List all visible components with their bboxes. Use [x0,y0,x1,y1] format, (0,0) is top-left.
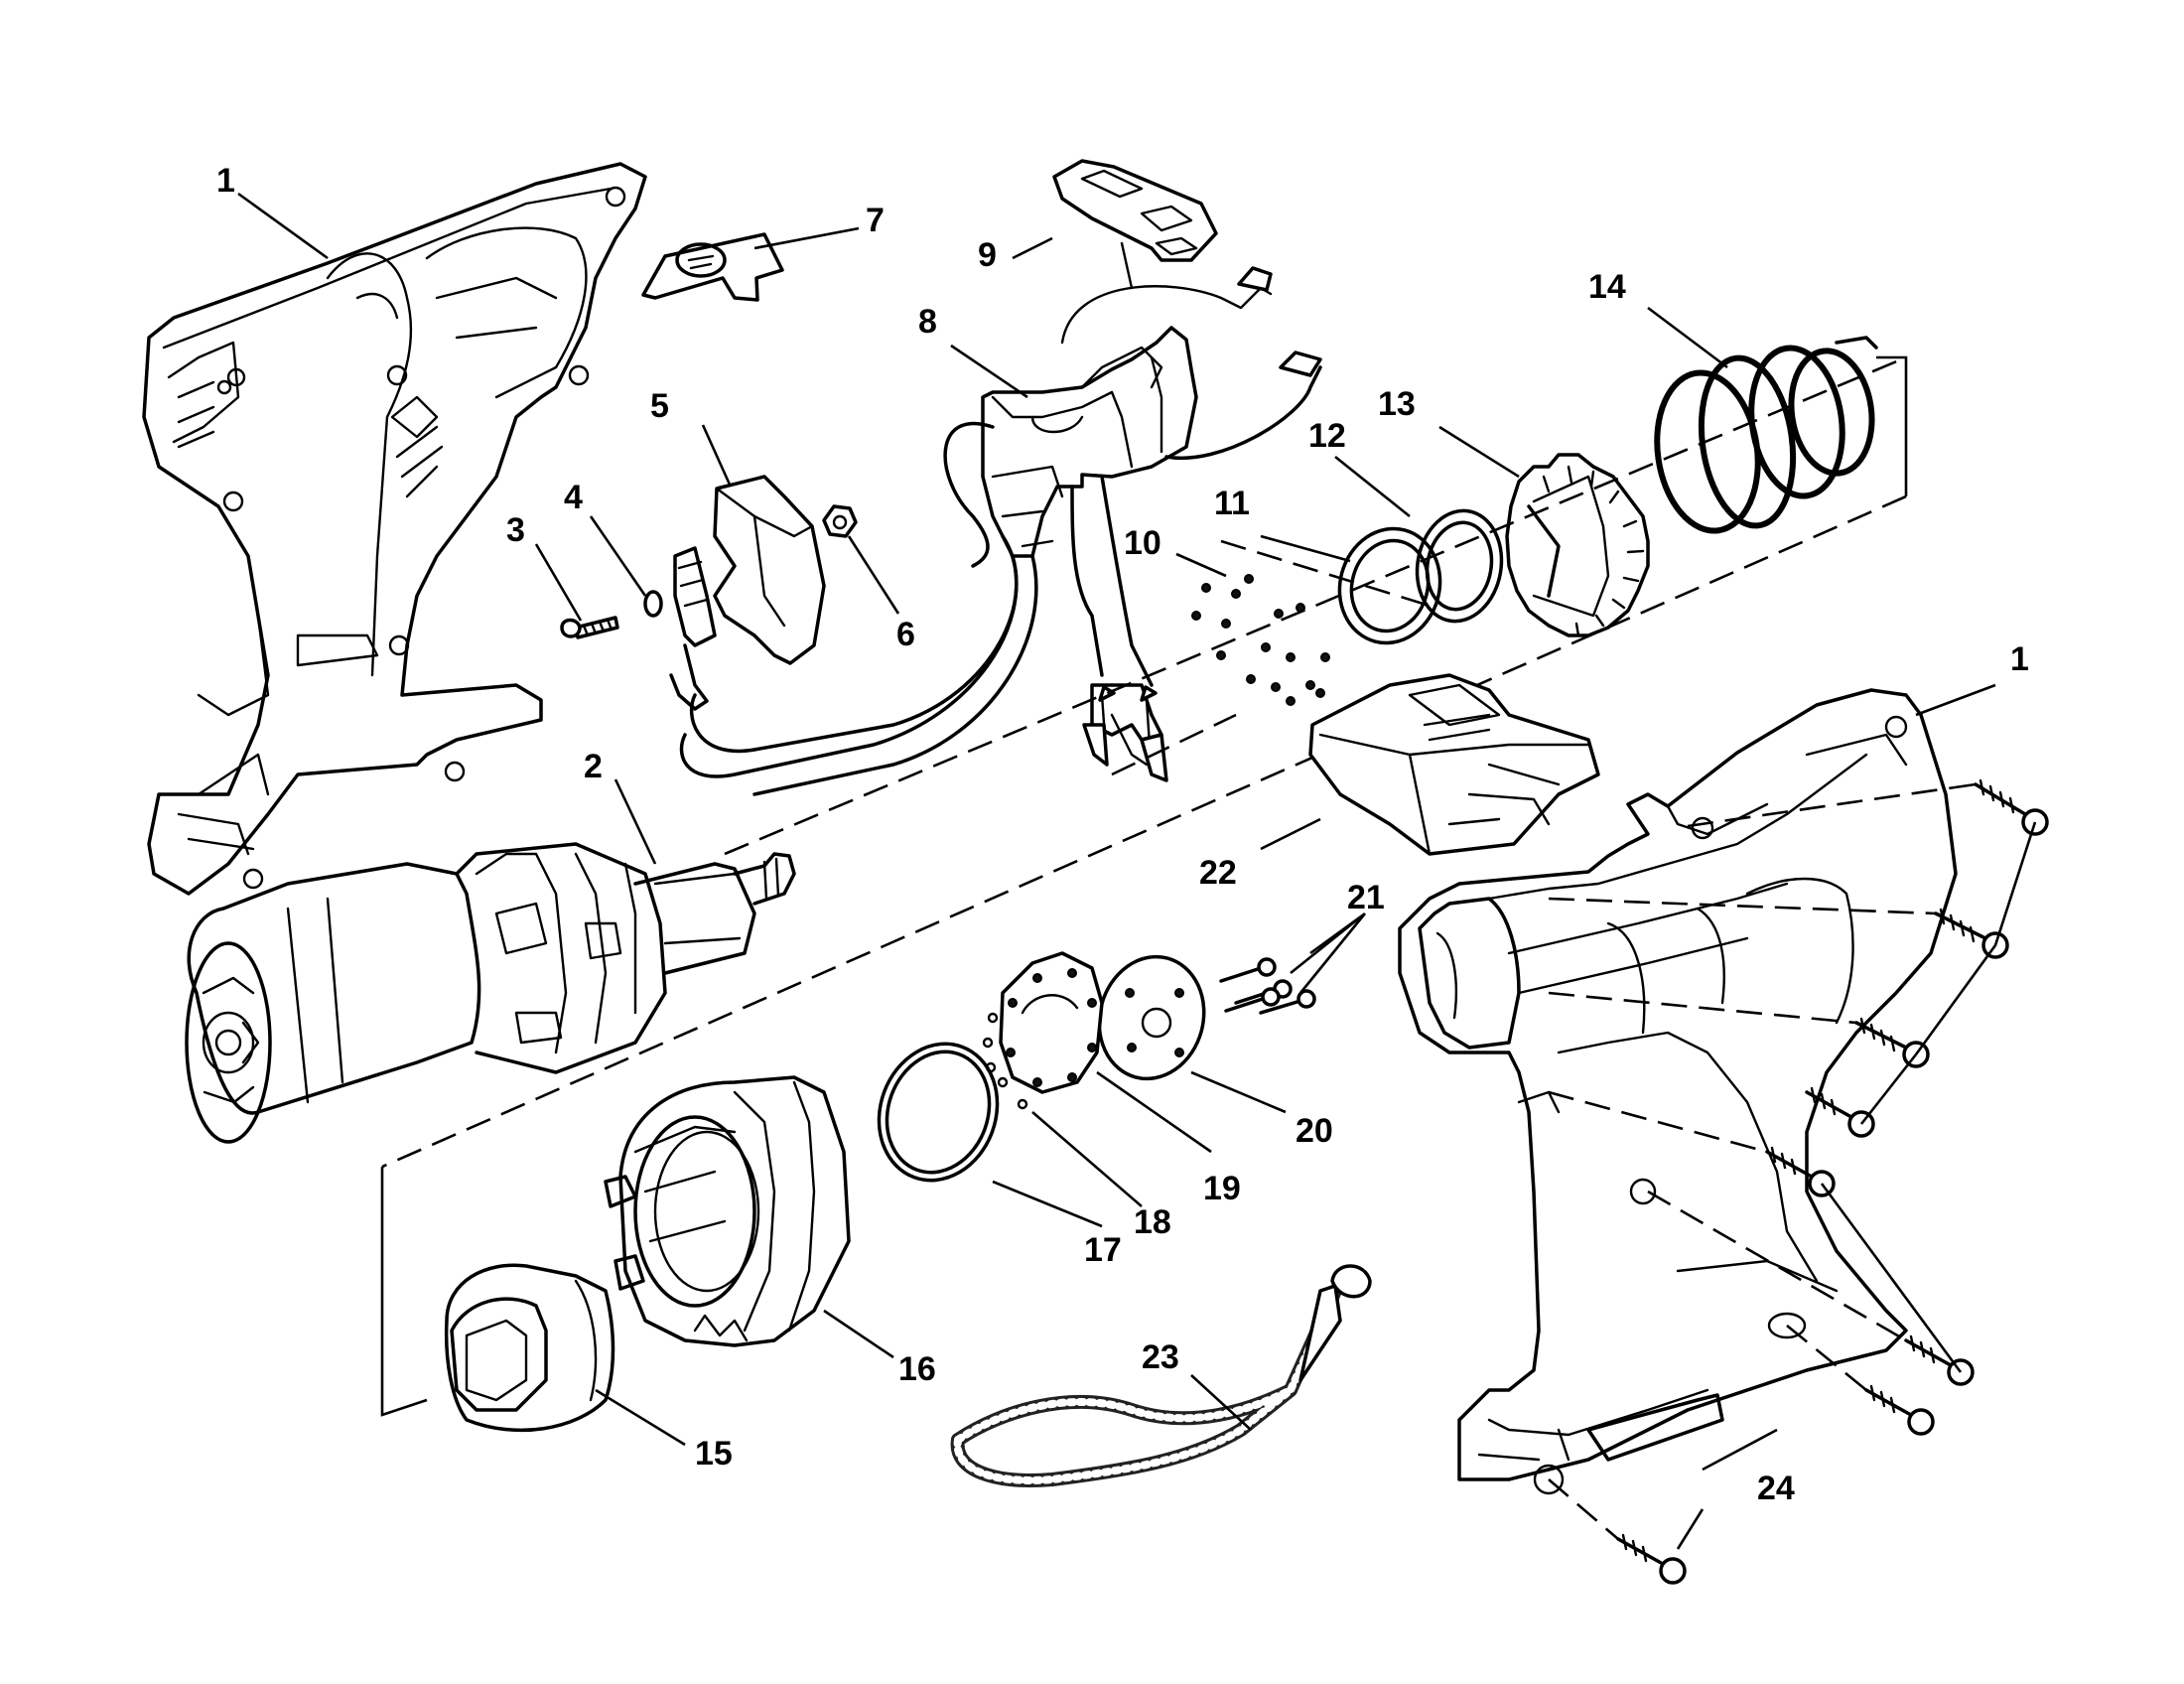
screw-3 [560,616,619,639]
motor-assembly [185,842,796,1144]
spring-14 [1654,336,1878,534]
nut-6 [822,504,858,538]
label-4: 4 [564,479,583,516]
label-19: 19 [1203,1170,1241,1207]
label-14: 14 [1588,268,1626,306]
trigger-switch-assembly [679,266,1322,796]
label-5: 5 [650,387,669,425]
label-12: 12 [1308,417,1346,455]
steel-balls [1191,574,1330,706]
screws-21 [1219,957,1316,1015]
screw-guide-lines [1548,782,2037,1540]
label-2: 2 [584,748,603,785]
label-22: 22 [1199,854,1237,892]
label-15: 15 [695,1435,733,1473]
label-18: 18 [1134,1203,1171,1241]
direction-switch-lever [641,232,784,302]
ring-11 [1337,526,1442,645]
switch-bracket-5 [669,475,826,711]
washer-4 [643,590,663,618]
label-21: 21 [1347,879,1385,916]
label-7: 7 [866,202,885,239]
label-10: 10 [1124,524,1161,562]
clutch-plate-20 [1097,954,1206,1081]
label-9: 9 [978,236,997,274]
label-23: 23 [1142,1338,1179,1376]
label-8: 8 [918,303,937,341]
label-1-right: 1 [2010,640,2029,678]
label-16: 16 [898,1350,936,1388]
ring-gear-13 [1505,453,1650,637]
clutch-washer-19 [999,951,1104,1094]
ring-17 [877,1042,1000,1183]
ring-12 [1415,508,1504,624]
label-13: 13 [1378,385,1416,423]
label-6: 6 [896,616,915,653]
battery-latch-22 [1308,673,1600,856]
housing-left-half [142,162,647,896]
leader-lines [237,192,1996,1550]
label-24: 24 [1757,1470,1795,1507]
assembly-guide-lines [380,355,1908,1417]
wrist-strap-23 [950,1264,1372,1487]
switch-lock-plate [1052,159,1218,290]
housing-right-half [1398,688,1958,1495]
clutch-housing-16 [604,1075,851,1347]
part-labels: 1 1 2 3 4 5 6 7 8 9 10 11 12 13 14 15 16… [216,162,2029,1507]
label-20: 20 [1296,1112,1333,1150]
label-3: 3 [506,511,525,549]
label-1-left: 1 [216,162,235,200]
bearing-15 [444,1263,615,1433]
label-17: 17 [1084,1231,1122,1269]
label-11: 11 [1214,485,1250,522]
